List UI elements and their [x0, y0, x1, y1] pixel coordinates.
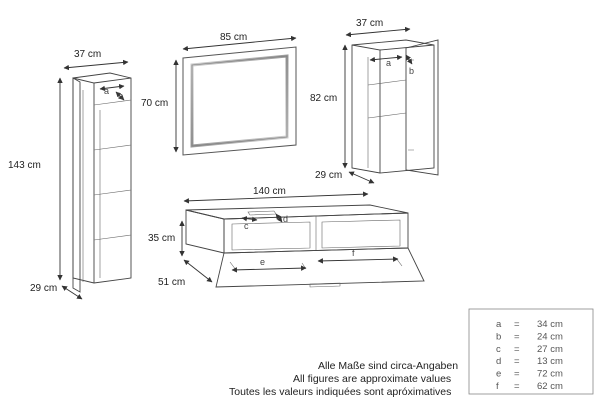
mirror-width: 85 cm [220, 32, 247, 43]
legend-equals: = [514, 381, 520, 392]
tall-cabinet: a b 37 cm 143 cm 29 cm [8, 49, 132, 300]
legend-value: 62 cm [537, 381, 563, 392]
wall-cabinet-width: 37 cm [356, 18, 383, 29]
legend-value: 24 cm [537, 331, 563, 342]
legend-key: d [496, 356, 501, 367]
tall-cabinet-height: 143 cm [8, 160, 41, 171]
measurement-legend: a = 34 cm b = 24 cm c = 27 cm d = 13 cm e = 72 cm f = 62 … [468, 308, 594, 395]
legend-key: b [496, 331, 501, 342]
tall-cabinet-label-b: b [118, 91, 123, 101]
lowboard-label-d: d [283, 214, 288, 224]
lowboard-height: 35 cm [148, 233, 175, 244]
lowboard-label-c: c [244, 221, 249, 231]
lowboard: c d e f 140 cm 35 cm 51 cm [148, 186, 425, 288]
note-english: All figures are approximate values [293, 373, 451, 385]
lowboard-label-f: f [352, 248, 355, 258]
wall-cabinet-depth: 29 cm [315, 170, 342, 181]
mirror-height: 70 cm [141, 98, 168, 109]
tall-cabinet-depth: 29 cm [30, 283, 57, 294]
legend-key: f [496, 381, 499, 392]
wall-cabinet-height: 82 cm [310, 93, 337, 104]
legend-key: e [496, 369, 501, 380]
legend-equals: = [514, 344, 520, 355]
wall-cabinet: a b 37 cm 82 cm 29 cm [310, 18, 439, 184]
legend-equals: = [514, 331, 520, 342]
led-mirror: 85 cm 70 cm [141, 32, 297, 156]
legend-key: a [496, 319, 502, 330]
legend-equals: = [514, 369, 520, 380]
legend-value: 13 cm [537, 356, 563, 367]
legend-equals: = [514, 319, 520, 330]
legend-value: 34 cm [537, 319, 563, 330]
legend-value: 27 cm [537, 344, 563, 355]
wall-cabinet-label-a: a [386, 58, 391, 68]
tall-cabinet-label-a: a [104, 86, 109, 96]
lowboard-depth: 51 cm [158, 277, 185, 288]
approximate-values-note: Alle Maße sind circa-Angaben All figures… [229, 360, 458, 398]
legend-key: c [496, 344, 501, 355]
wall-cabinet-label-b: b [409, 66, 414, 76]
legend-value: 72 cm [537, 369, 563, 380]
lowboard-label-e: e [260, 257, 265, 267]
note-german: Alle Maße sind circa-Angaben [318, 360, 458, 372]
tall-cabinet-width: 37 cm [74, 49, 101, 60]
legend-equals: = [514, 356, 520, 367]
note-french: Toutes les valeurs indiquées sont apróxi… [229, 386, 451, 398]
lowboard-width: 140 cm [253, 186, 286, 197]
